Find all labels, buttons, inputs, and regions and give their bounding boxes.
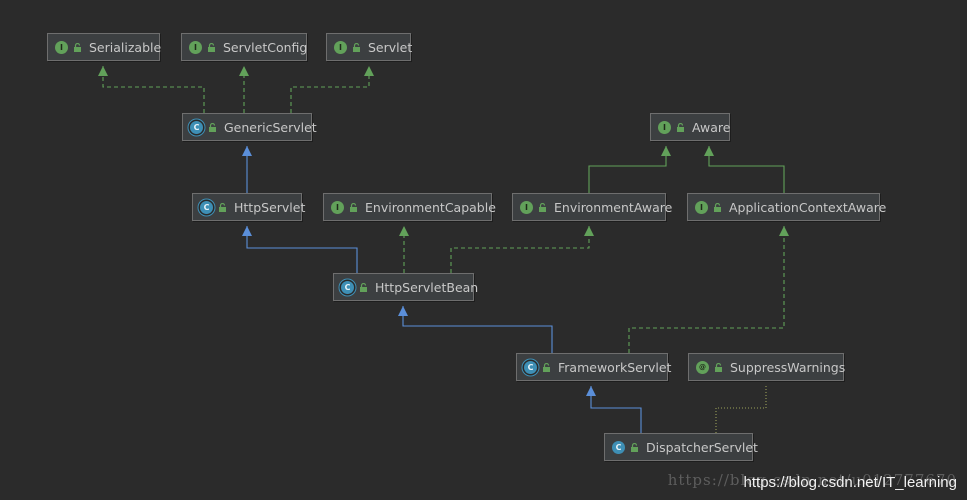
edge-extends-httpservlet-to-genericservlet [242,146,252,193]
interface-kind-icon: I [334,40,347,54]
edge-line [290,66,370,113]
class-node-label: GenericServlet [224,119,317,135]
edge-line [628,226,785,353]
class-node-label: HttpServlet [234,199,306,215]
arrowhead-icon [242,226,252,236]
class-node-label: HttpServletBean [375,279,479,295]
public-lock-icon [74,42,81,52]
interface-kind-icon: I [331,200,344,214]
public-lock-icon [715,362,722,372]
interface-kind-icon: I [189,40,202,54]
class-node-aware[interactable]: I Aware [650,113,730,141]
edge-line [590,386,642,433]
watermark-text: https://blog.csdn.net/IT_learning [743,474,957,491]
arrowhead-icon [242,146,252,156]
class-node-label: Servlet [368,39,413,55]
public-lock-icon [539,202,546,212]
class-kind-icon: C [612,440,625,454]
watermark: https://blog.csdn.net/u012777670 https:/… [668,471,957,491]
abstract-kind-icon: C [524,360,537,374]
arrowhead-icon [584,226,594,236]
arrowhead-icon [586,386,596,396]
arrowhead-icon [398,306,408,316]
class-node-httpservlet[interactable]: C HttpServlet [192,193,306,221]
class-node-label: SuppressWarnings [730,359,846,375]
arrowhead-icon [364,66,374,76]
edge-annotated-dispatcherservlet-to-suppresswarnings [715,386,767,433]
public-lock-icon [543,362,550,372]
public-lock-icon [714,202,721,212]
class-node-dispatcherservlet[interactable]: C DispatcherServlet [604,433,758,461]
class-node-label: ServletConfig [223,39,308,55]
class-node-suppresswarnings[interactable]: @ SuppressWarnings [688,353,846,381]
class-node-genericservlet[interactable]: C GenericServlet [182,113,317,141]
class-node-httpservletbean[interactable]: C HttpServletBean [333,273,478,301]
class-node-label: FrameworkServlet [558,359,672,375]
edge-implements-genericservlet-to-serializable [98,66,205,113]
abstract-kind-icon: C [200,200,213,214]
edge-implements-httpservletbean-to-environmentaware [450,226,594,273]
class-node-applicationcontextaware[interactable]: I ApplicationContextAware [687,193,886,221]
arrowhead-icon [661,146,671,156]
edge-line [715,386,767,433]
public-lock-icon [631,442,638,452]
edge-extends-frameworkservlet-to-httpservletbean [398,306,553,353]
class-node-environmentcapable[interactable]: I EnvironmentCapable [323,193,496,221]
public-lock-icon [677,122,684,132]
public-lock-icon [209,122,216,132]
class-node-label: DispatcherServlet [646,439,758,455]
arrowhead-icon [779,226,789,236]
public-lock-icon [360,282,367,292]
edge-line [246,226,358,273]
interface-kind-icon: I [520,200,533,214]
edge-extends-dispatcherservlet-to-frameworkservlet [586,386,642,433]
edge-extends-httpservletbean-to-httpservlet [242,226,358,273]
edge-extends-interface-applicationcontextaware-to-aware [704,146,785,193]
watermark-back-text: https://blog.csdn.net/u012777670 [667,471,957,489]
class-node-servlet[interactable]: I Servlet [326,33,413,61]
public-lock-icon [350,202,357,212]
edge-line [402,306,553,353]
edge-implements-genericservlet-to-servletconfig [239,66,249,113]
class-node-label: EnvironmentAware [554,199,673,215]
class-node-serializable[interactable]: I Serializable [47,33,162,61]
edge-implements-httpservletbean-to-environmentcapable [399,226,409,273]
abstract-kind-icon: C [341,280,354,294]
public-lock-icon [353,42,360,52]
public-lock-icon [208,42,215,52]
interface-kind-icon: I [55,40,68,54]
edge-line [102,66,205,113]
public-lock-icon [219,202,226,212]
arrowhead-icon [399,226,409,236]
annotation-kind-icon: @ [696,360,709,374]
interface-kind-icon: I [695,200,708,214]
edge-implements-frameworkservlet-to-applicationcontextaware [628,226,789,353]
class-node-label: ApplicationContextAware [729,199,887,215]
edge-line [708,146,785,193]
class-node-label: Aware [692,119,731,135]
interface-kind-icon: I [658,120,671,134]
edge-implements-genericservlet-to-servlet [290,66,374,113]
class-node-label: Serializable [89,39,162,55]
class-node-frameworkservlet[interactable]: C FrameworkServlet [516,353,672,381]
edge-line [450,226,590,273]
edge-line [588,146,667,193]
arrowhead-icon [704,146,714,156]
arrowhead-icon [239,66,249,76]
class-node-servletconfig[interactable]: I ServletConfig [181,33,307,61]
arrowhead-icon [98,66,108,76]
abstract-kind-icon: C [190,120,203,134]
edge-extends-interface-environmentaware-to-aware [588,146,671,193]
class-node-label: EnvironmentCapable [365,199,496,215]
class-node-environmentaware[interactable]: I EnvironmentAware [512,193,672,221]
